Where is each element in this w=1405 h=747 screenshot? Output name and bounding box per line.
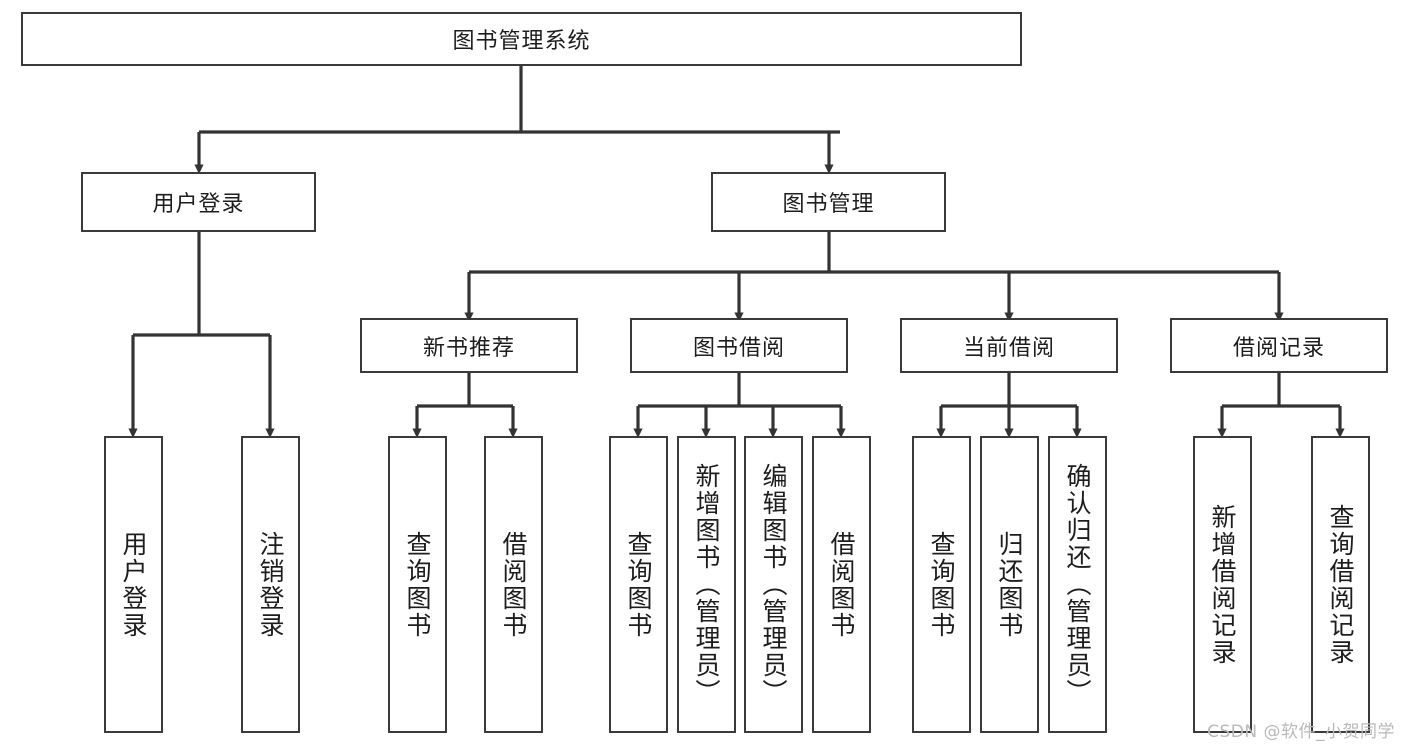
node-leaf-query-record-label: 查询借阅记录 <box>1326 503 1355 666</box>
node-leaf-query-book-2-label: 查询图书 <box>624 530 653 639</box>
node-book-manage[interactable]: 图书管理 <box>711 172 946 232</box>
node-leaf-query-record[interactable]: 查询借阅记录 <box>1311 436 1370 733</box>
node-borrow-record[interactable]: 借阅记录 <box>1170 318 1388 373</box>
node-leaf-return-book[interactable]: 归还图书 <box>980 436 1039 733</box>
node-user-login[interactable]: 用户登录 <box>81 172 316 232</box>
node-leaf-logout[interactable]: 注销登录 <box>241 436 300 733</box>
node-leaf-edit-book[interactable]: 编辑图书（管理员） <box>744 436 803 733</box>
node-leaf-confirm-return[interactable]: 确认归还（管理员） <box>1048 436 1107 733</box>
node-borrow-record-label: 借阅记录 <box>1232 335 1325 361</box>
node-leaf-query-book-1[interactable]: 查询图书 <box>388 436 447 733</box>
node-leaf-add-book-label: 新增图书（管理员） <box>692 463 721 706</box>
node-leaf-borrow-book-2[interactable]: 借阅图书 <box>812 436 871 733</box>
node-leaf-query-book-2[interactable]: 查询图书 <box>609 436 668 733</box>
node-leaf-query-book-3-label: 查询图书 <box>927 530 956 639</box>
node-new-book-rec[interactable]: 新书推荐 <box>360 318 578 373</box>
node-root-label: 图书管理系统 <box>452 29 591 54</box>
node-leaf-borrow-book-2-label: 借阅图书 <box>827 530 856 639</box>
node-root[interactable]: 图书管理系统 <box>21 12 1022 66</box>
node-leaf-user-login[interactable]: 用户登录 <box>104 436 163 733</box>
node-leaf-return-book-label: 归还图书 <box>995 530 1024 639</box>
node-current-borrow[interactable]: 当前借阅 <box>900 318 1118 373</box>
node-leaf-borrow-book-1[interactable]: 借阅图书 <box>484 436 543 733</box>
node-book-borrow[interactable]: 图书借阅 <box>630 318 848 373</box>
node-leaf-edit-book-label: 编辑图书（管理员） <box>759 463 788 706</box>
node-book-borrow-label: 图书借阅 <box>692 335 785 361</box>
watermark-text: CSDN @软件_小贺同学 <box>1207 722 1395 742</box>
node-leaf-user-login-label: 用户登录 <box>119 530 148 639</box>
node-leaf-add-book[interactable]: 新增图书（管理员） <box>677 436 736 733</box>
node-leaf-query-book-3[interactable]: 查询图书 <box>912 436 971 733</box>
node-leaf-confirm-return-label: 确认归还（管理员） <box>1063 463 1092 706</box>
node-leaf-add-record-label: 新增借阅记录 <box>1208 503 1237 666</box>
node-leaf-borrow-book-1-label: 借阅图书 <box>499 530 528 639</box>
node-book-manage-label: 图书管理 <box>782 192 875 217</box>
node-leaf-logout-label: 注销登录 <box>256 530 285 639</box>
node-new-book-rec-label: 新书推荐 <box>422 335 515 361</box>
node-user-login-label: 用户登录 <box>152 192 245 217</box>
node-current-borrow-label: 当前借阅 <box>962 335 1055 361</box>
node-leaf-query-book-1-label: 查询图书 <box>403 530 432 639</box>
node-leaf-add-record[interactable]: 新增借阅记录 <box>1193 436 1252 733</box>
